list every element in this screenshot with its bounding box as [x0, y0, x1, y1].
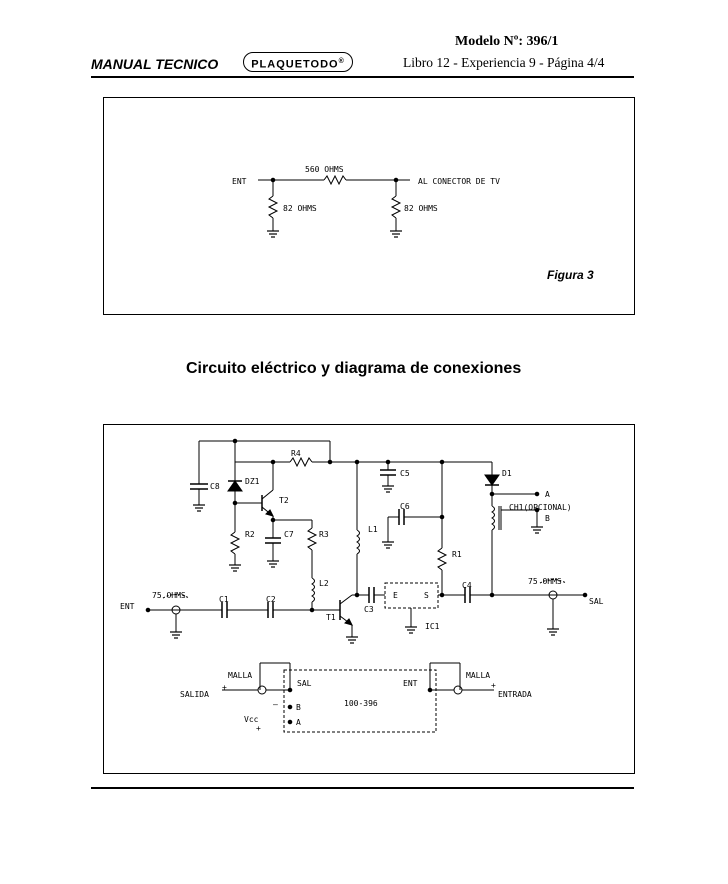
label-r1: R1 [452, 550, 462, 559]
label-c2: C2 [266, 595, 276, 604]
label-t1: T1 [326, 613, 336, 622]
ground-icon [266, 225, 280, 238]
inductor-l1 [356, 529, 360, 555]
label-r2: R2 [245, 530, 255, 539]
label-c4: C4 [462, 581, 472, 590]
conn-plus-left: + [222, 683, 227, 692]
circuit-frame [103, 424, 635, 774]
model-number: Modelo Nº: 396/1 [455, 34, 559, 49]
header-rule [91, 76, 634, 78]
conn-entrada: ENTRADA [498, 690, 532, 699]
label-ch1: CH1(OPCIONAL) [509, 503, 572, 512]
conn-minus: – [273, 700, 278, 709]
resistor-r3 [306, 527, 318, 551]
resistor-82-ohms-right [390, 195, 402, 219]
figure3-schematic [258, 174, 410, 238]
fig3-ent-label: ENT [232, 177, 247, 186]
label-l1: L1 [368, 525, 378, 534]
main-schematic [145, 438, 588, 733]
resistor-82-ohms-left [267, 195, 279, 219]
conn-malla-right: MALLA [466, 671, 490, 680]
inductor-l2 [311, 577, 315, 603]
label-c6: C6 [400, 502, 410, 511]
fig3-560-label: 560 OHMS [305, 165, 344, 174]
conn-module-label: 100-396 [344, 699, 378, 708]
label-b-top: B [545, 514, 550, 523]
label-t2: T2 [279, 496, 289, 505]
label-dz1: DZ1 [245, 477, 260, 486]
label-a-top: A [545, 490, 550, 499]
inductor-ch1 [491, 505, 495, 531]
section-title: Circuito eléctrico y diagrama de conexio… [186, 360, 522, 377]
label-75-ohms-in: 75 OHMS [152, 591, 186, 600]
conn-plus-right: + [491, 681, 496, 690]
fig3-to-tv-label: AL CONECTOR DE TV [418, 177, 500, 186]
conn-salida: SALIDA [180, 690, 209, 699]
figure3-caption: Figura 3 [547, 268, 594, 282]
brand-logo-text: PLAQUETODO [251, 58, 339, 71]
brand-logo: PLAQUETODO® [243, 52, 353, 72]
label-ic-s: S [424, 591, 429, 600]
label-ent: ENT [120, 602, 135, 611]
fig3-82-right-label: 82 OHMS [404, 204, 438, 213]
resistor-r2 [229, 531, 241, 555]
label-sal: SAL [589, 597, 604, 606]
label-c3: C3 [364, 605, 374, 614]
label-l2: L2 [319, 579, 329, 588]
label-c5: C5 [400, 469, 410, 478]
conn-a: A [296, 718, 301, 727]
conn-vcc-plus: + [256, 724, 261, 733]
label-c1: C1 [219, 595, 229, 604]
book-page-info: Libro 12 - Experiencia 9 - Página 4/4 [403, 55, 605, 70]
footer-rule [91, 787, 634, 789]
conn-vcc: Vcc [244, 715, 259, 724]
conn-ent: ENT [403, 679, 418, 688]
conn-sal: SAL [297, 679, 312, 688]
registered-mark: ® [338, 58, 345, 65]
label-r4: R4 [291, 449, 301, 458]
resistor-560-ohms [323, 174, 347, 186]
label-c7: C7 [284, 530, 294, 539]
module-100-396-box [283, 669, 437, 733]
label-c8: C8 [210, 482, 220, 491]
label-d1: D1 [502, 469, 512, 478]
conn-malla-left: MALLA [228, 671, 252, 680]
resistor-r4 [289, 456, 313, 468]
label-ic-e: E [393, 591, 398, 600]
label-75-ohms-out: 75 OHMS [528, 577, 562, 586]
ground-icon [389, 225, 403, 238]
manual-title: MANUAL TECNICO [91, 56, 219, 72]
figure3-frame [103, 97, 635, 315]
conn-b: B [296, 703, 301, 712]
resistor-r1 [436, 547, 448, 571]
label-r3: R3 [319, 530, 329, 539]
fig3-82-left-label: 82 OHMS [283, 204, 317, 213]
label-ic1: IC1 [425, 622, 440, 631]
